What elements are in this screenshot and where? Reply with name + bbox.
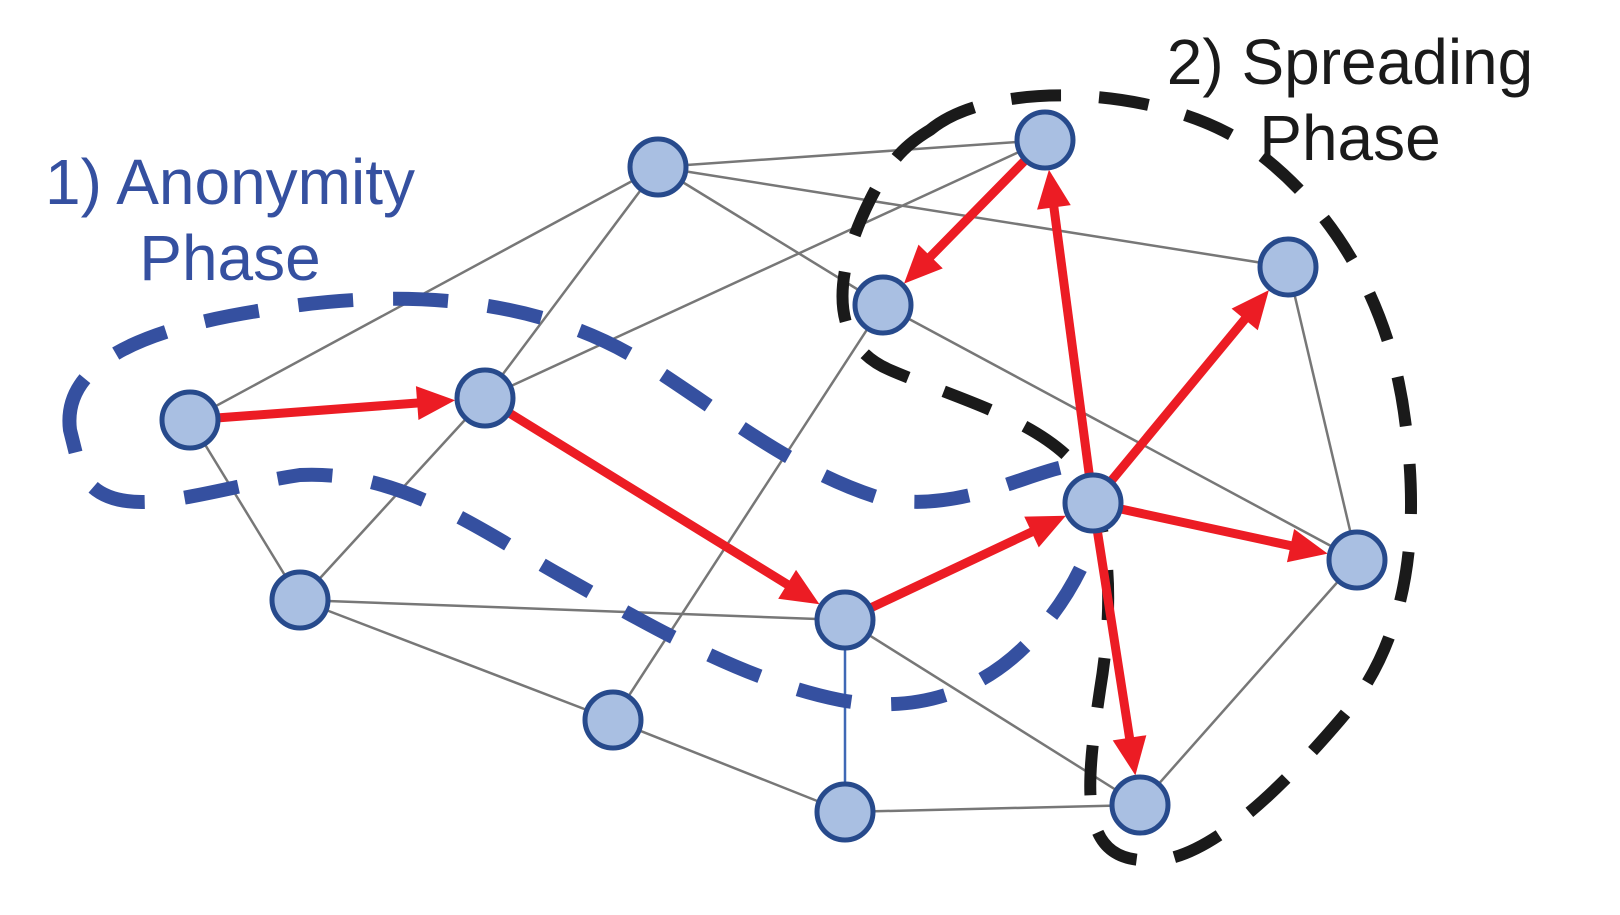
edge-B-E [484, 138, 1046, 400]
arrow-head [1037, 169, 1071, 210]
node-M [1109, 774, 1171, 836]
nodes-layer [159, 109, 1388, 843]
arrow-head [904, 244, 943, 284]
arrow-head [415, 386, 456, 421]
arrow-A-B [217, 386, 456, 423]
node-K [582, 689, 644, 751]
arrow-shaft [868, 527, 1036, 613]
edge-F-J [882, 303, 1358, 562]
arrow-shaft [1119, 504, 1294, 551]
spreading-phase-label-line2: Phase [1259, 101, 1441, 174]
anonymity-phase-region [62, 291, 1107, 712]
arrow-H-M [1092, 529, 1147, 776]
node-D [627, 136, 689, 198]
edge-A-C [188, 419, 302, 601]
edge-J-M [1139, 559, 1358, 806]
node-F [852, 274, 914, 336]
arrow-I-H [868, 515, 1066, 613]
arrow-shaft [1107, 315, 1250, 485]
node-B [454, 367, 516, 429]
arrow-shaft [1092, 529, 1135, 741]
anonymity-phase-label-line2: Phase [139, 221, 321, 294]
node-I [814, 589, 876, 651]
edge-G-J [1286, 266, 1359, 561]
edge-B-C [299, 397, 486, 601]
edge-C-I [299, 598, 846, 622]
arrow-head [1286, 529, 1328, 563]
edge-K-L [612, 718, 846, 814]
arrow-shaft [1049, 204, 1094, 476]
arrow-shaft [506, 408, 792, 590]
arrow-head [1231, 290, 1269, 331]
arrows-layer [217, 156, 1328, 776]
node-L [814, 781, 876, 843]
anonymity-phase-label-line1: 1) Anonymity [45, 146, 415, 218]
node-J [1326, 529, 1388, 591]
arrow-head [1112, 735, 1147, 776]
edge-L-M [844, 803, 1141, 814]
arrow-head [1024, 515, 1066, 548]
node-C [269, 569, 331, 631]
arrow-H-J [1119, 504, 1328, 563]
node-G [1257, 236, 1319, 298]
arrow-head [778, 569, 820, 605]
arrow-B-I [506, 408, 820, 605]
arrow-H-G [1107, 290, 1269, 485]
spreading-phase-label: 2) Spreading Phase [1150, 25, 1550, 176]
arrow-shaft [926, 156, 1029, 262]
node-A [159, 389, 221, 451]
arrow-H-E [1037, 169, 1094, 476]
spreading-phase-label-line1: 2) Spreading [1166, 26, 1534, 98]
edge-D-E [657, 138, 1046, 169]
spreading-phase-region [836, 89, 1418, 867]
edge-B-D [483, 166, 660, 399]
edge-D-F [657, 165, 884, 307]
arrow-E-F [904, 156, 1029, 284]
anonymity-phase-label: 1) Anonymity Phase [30, 145, 430, 296]
edge-F-K [611, 304, 885, 721]
node-H [1062, 472, 1124, 534]
arrow-shaft [217, 398, 420, 423]
node-E [1014, 109, 1076, 171]
edge-C-K [299, 598, 614, 722]
